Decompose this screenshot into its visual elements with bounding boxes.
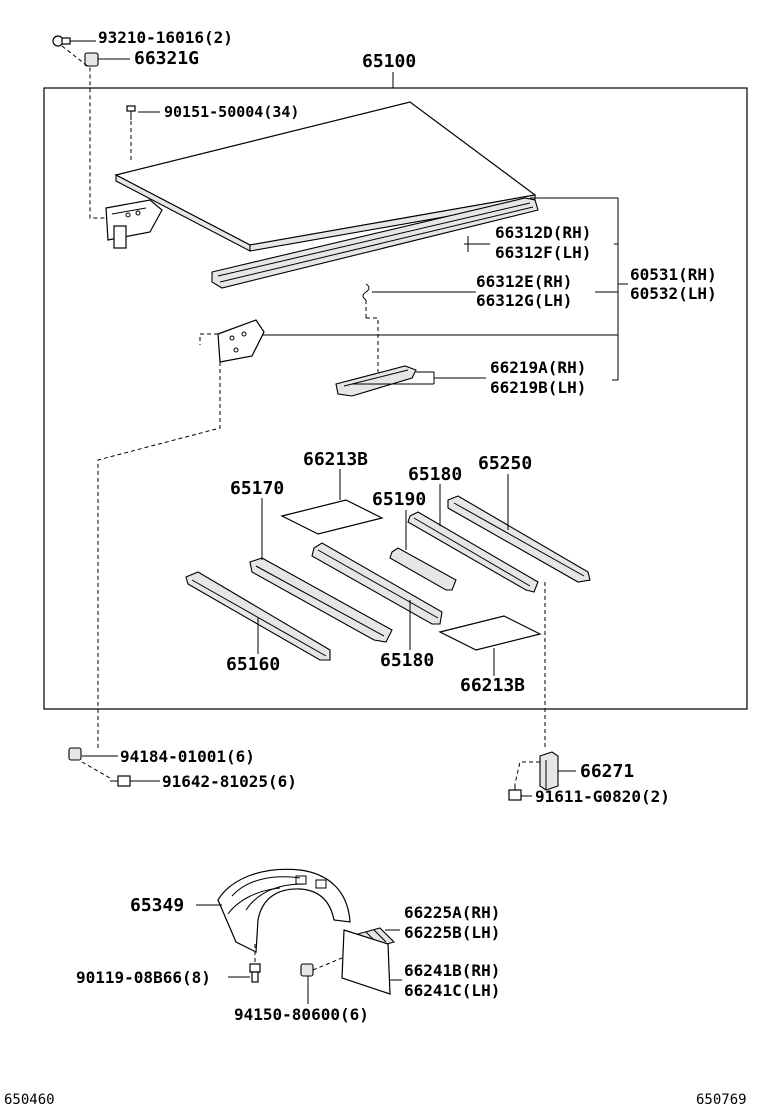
crossmember-65180-top [407, 511, 539, 593]
clip-66312E [362, 283, 370, 301]
label-65250: 65250 [478, 453, 532, 474]
label-66219A: 66219A(RH) [490, 358, 586, 377]
footer-right-code: 650769 [696, 1092, 747, 1108]
rivet-90151 [126, 105, 136, 120]
nut-66321G [84, 52, 99, 67]
label-65100: 65100 [362, 51, 416, 72]
label-66213B-top: 66213B [303, 449, 368, 470]
label-66241B: 66241B(RH) [404, 961, 500, 980]
label-66312G: 66312G(LH) [476, 291, 572, 310]
label-91611: 91611-G0820(2) [535, 787, 670, 806]
label-66312F: 66312F(LH) [495, 243, 591, 262]
hinge-bracket [105, 199, 163, 249]
corner-piece-66219 [335, 365, 417, 397]
label-90119: 90119-08B66(8) [76, 968, 211, 987]
side-rail-top [211, 197, 539, 289]
label-66312D: 66312D(RH) [495, 223, 591, 242]
label-65180-bot: 65180 [380, 650, 434, 671]
lower-bracket [217, 319, 265, 363]
label-66225A: 66225A(RH) [404, 903, 500, 922]
label-65349: 65349 [130, 895, 184, 916]
label-66312E: 66312E(RH) [476, 272, 572, 291]
bolt-91642 [110, 775, 131, 787]
group-bracket-60531 [262, 197, 628, 381]
crossmember-65190-short [389, 547, 457, 591]
label-66225B: 66225B(LH) [404, 923, 500, 942]
label-90151: 90151-50004(34) [164, 103, 299, 121]
pin-66312D [464, 236, 472, 252]
label-66241C: 66241C(LH) [404, 981, 500, 1000]
bolt-93210 [52, 35, 71, 47]
pad-66213B-bot [438, 615, 542, 651]
mudflap-66241 [341, 929, 391, 995]
label-91642: 91642-81025(6) [162, 772, 297, 791]
label-66271: 66271 [580, 761, 634, 782]
bolt-91611 [508, 784, 522, 801]
deck-panel [114, 101, 537, 252]
assembly-frame [43, 87, 748, 710]
block-66271 [539, 751, 559, 791]
crossmember-65250 [447, 495, 591, 583]
nut-94184 [68, 747, 82, 761]
label-60532: 60532(LH) [630, 284, 717, 303]
label-65190: 65190 [372, 489, 426, 510]
label-60531: 60531(RH) [630, 265, 717, 284]
fender-65349 [217, 868, 351, 953]
pad-66213B-top [280, 499, 384, 535]
bolt-90119 [249, 944, 261, 983]
label-94184: 94184-01001(6) [120, 747, 255, 766]
label-66219B: 66219B(LH) [490, 378, 586, 397]
nut-94150 [300, 963, 314, 977]
footer-left-code: 650460 [4, 1092, 55, 1108]
crossmember-65160 [185, 571, 331, 661]
label-94150: 94150-80600(6) [234, 1005, 369, 1024]
label-93210: 93210-16016(2) [98, 28, 233, 47]
label-65180-top: 65180 [408, 464, 462, 485]
label-65170: 65170 [230, 478, 284, 499]
label-66321G: 66321G [134, 48, 199, 69]
label-66213B-bot: 66213B [460, 675, 525, 696]
label-65160: 65160 [226, 654, 280, 675]
